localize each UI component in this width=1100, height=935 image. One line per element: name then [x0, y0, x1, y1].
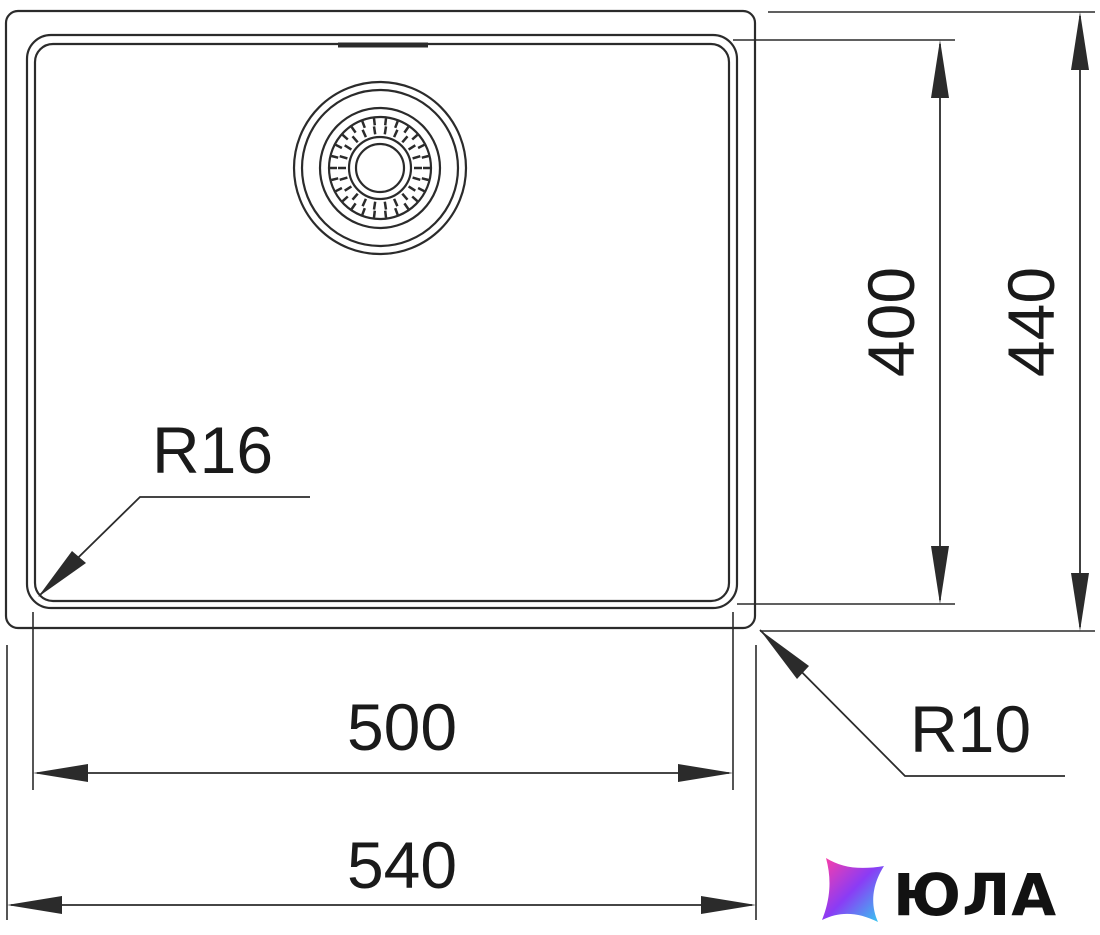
strainer-hole	[383, 118, 388, 126]
label-outer-corner-radius: R10	[910, 692, 1031, 766]
strainer-hole	[361, 120, 366, 129]
strainer-hole	[350, 202, 357, 210]
strainer-hole	[361, 207, 366, 216]
bowl-outline-inner	[33, 42, 731, 603]
strainer-hole	[394, 207, 399, 216]
height-extension-lines	[733, 11, 1095, 632]
strainer-hole	[361, 129, 368, 138]
strainer-hole	[392, 198, 399, 207]
strainer-hole	[361, 198, 368, 207]
strainer-hole	[339, 154, 348, 160]
watermark-logo: ЮЛА	[822, 858, 1057, 929]
arrowhead-400-bottom	[931, 546, 949, 604]
strainer-hole	[383, 210, 388, 218]
strainer-hole	[372, 201, 377, 210]
leader-r16	[39, 496, 310, 596]
leader-r10	[759, 629, 1065, 777]
strainer-hole	[412, 154, 421, 160]
drain-strainer-icon	[292, 80, 468, 256]
strainer-hole	[407, 144, 416, 151]
logo-mark-icon	[822, 858, 884, 922]
arrowhead-540-right	[701, 896, 756, 914]
strainer-hole	[331, 177, 339, 182]
strainer-hole	[372, 210, 377, 218]
strainer-hole	[372, 126, 377, 135]
strainer-hole	[351, 192, 359, 201]
strainer-hole	[350, 126, 357, 134]
label-outer-height: 440	[994, 267, 1068, 377]
strainer-hole	[417, 186, 425, 193]
strainer-hole	[344, 185, 353, 192]
strainer-hole	[335, 143, 343, 150]
strainer-hole	[339, 176, 348, 182]
strainer-hole	[403, 126, 410, 134]
strainer-hole	[383, 201, 388, 210]
sink-outer-outline	[4, 9, 757, 630]
strainer-hole	[341, 133, 349, 141]
arrowhead-440-bottom	[1071, 573, 1089, 631]
arrowhead-440-top	[1071, 12, 1089, 70]
label-outer-width: 540	[347, 828, 457, 902]
label-inner-corner-radius: R16	[152, 413, 273, 487]
strainer-hole	[412, 176, 421, 182]
arrowhead-500-left	[33, 764, 88, 782]
strainer-hole	[372, 118, 377, 126]
arrowhead-r16	[38, 551, 86, 597]
label-inner-height: 400	[854, 267, 928, 377]
strainer-hole	[392, 129, 399, 138]
logo-wordmark: ЮЛА	[893, 861, 1057, 929]
strainer-hole	[383, 126, 388, 135]
strainer-hole	[411, 195, 419, 203]
strainer-hole	[421, 177, 429, 182]
bowl-outline-outer	[25, 33, 739, 610]
strainer-hole	[335, 186, 343, 193]
arrowhead-400-top	[931, 40, 949, 98]
label-inner-width: 500	[347, 690, 457, 764]
arrowhead-r10	[760, 630, 809, 679]
strainer-hole	[407, 185, 416, 192]
arrowhead-540-left	[7, 896, 62, 914]
strainer-hole	[401, 192, 409, 201]
strainer-hole	[331, 154, 339, 159]
strainer-hole	[411, 133, 419, 141]
strainer-hole	[421, 154, 429, 159]
arrowhead-500-right	[678, 764, 733, 782]
width-extension-lines	[6, 612, 757, 920]
strainer-hole	[351, 135, 359, 144]
strainer-hole	[403, 202, 410, 210]
strainer-hole	[341, 195, 349, 203]
strainer-hole	[417, 143, 425, 150]
strainer-hole	[344, 144, 353, 151]
strainer-hole	[394, 120, 399, 129]
strainer-hole	[401, 135, 409, 144]
